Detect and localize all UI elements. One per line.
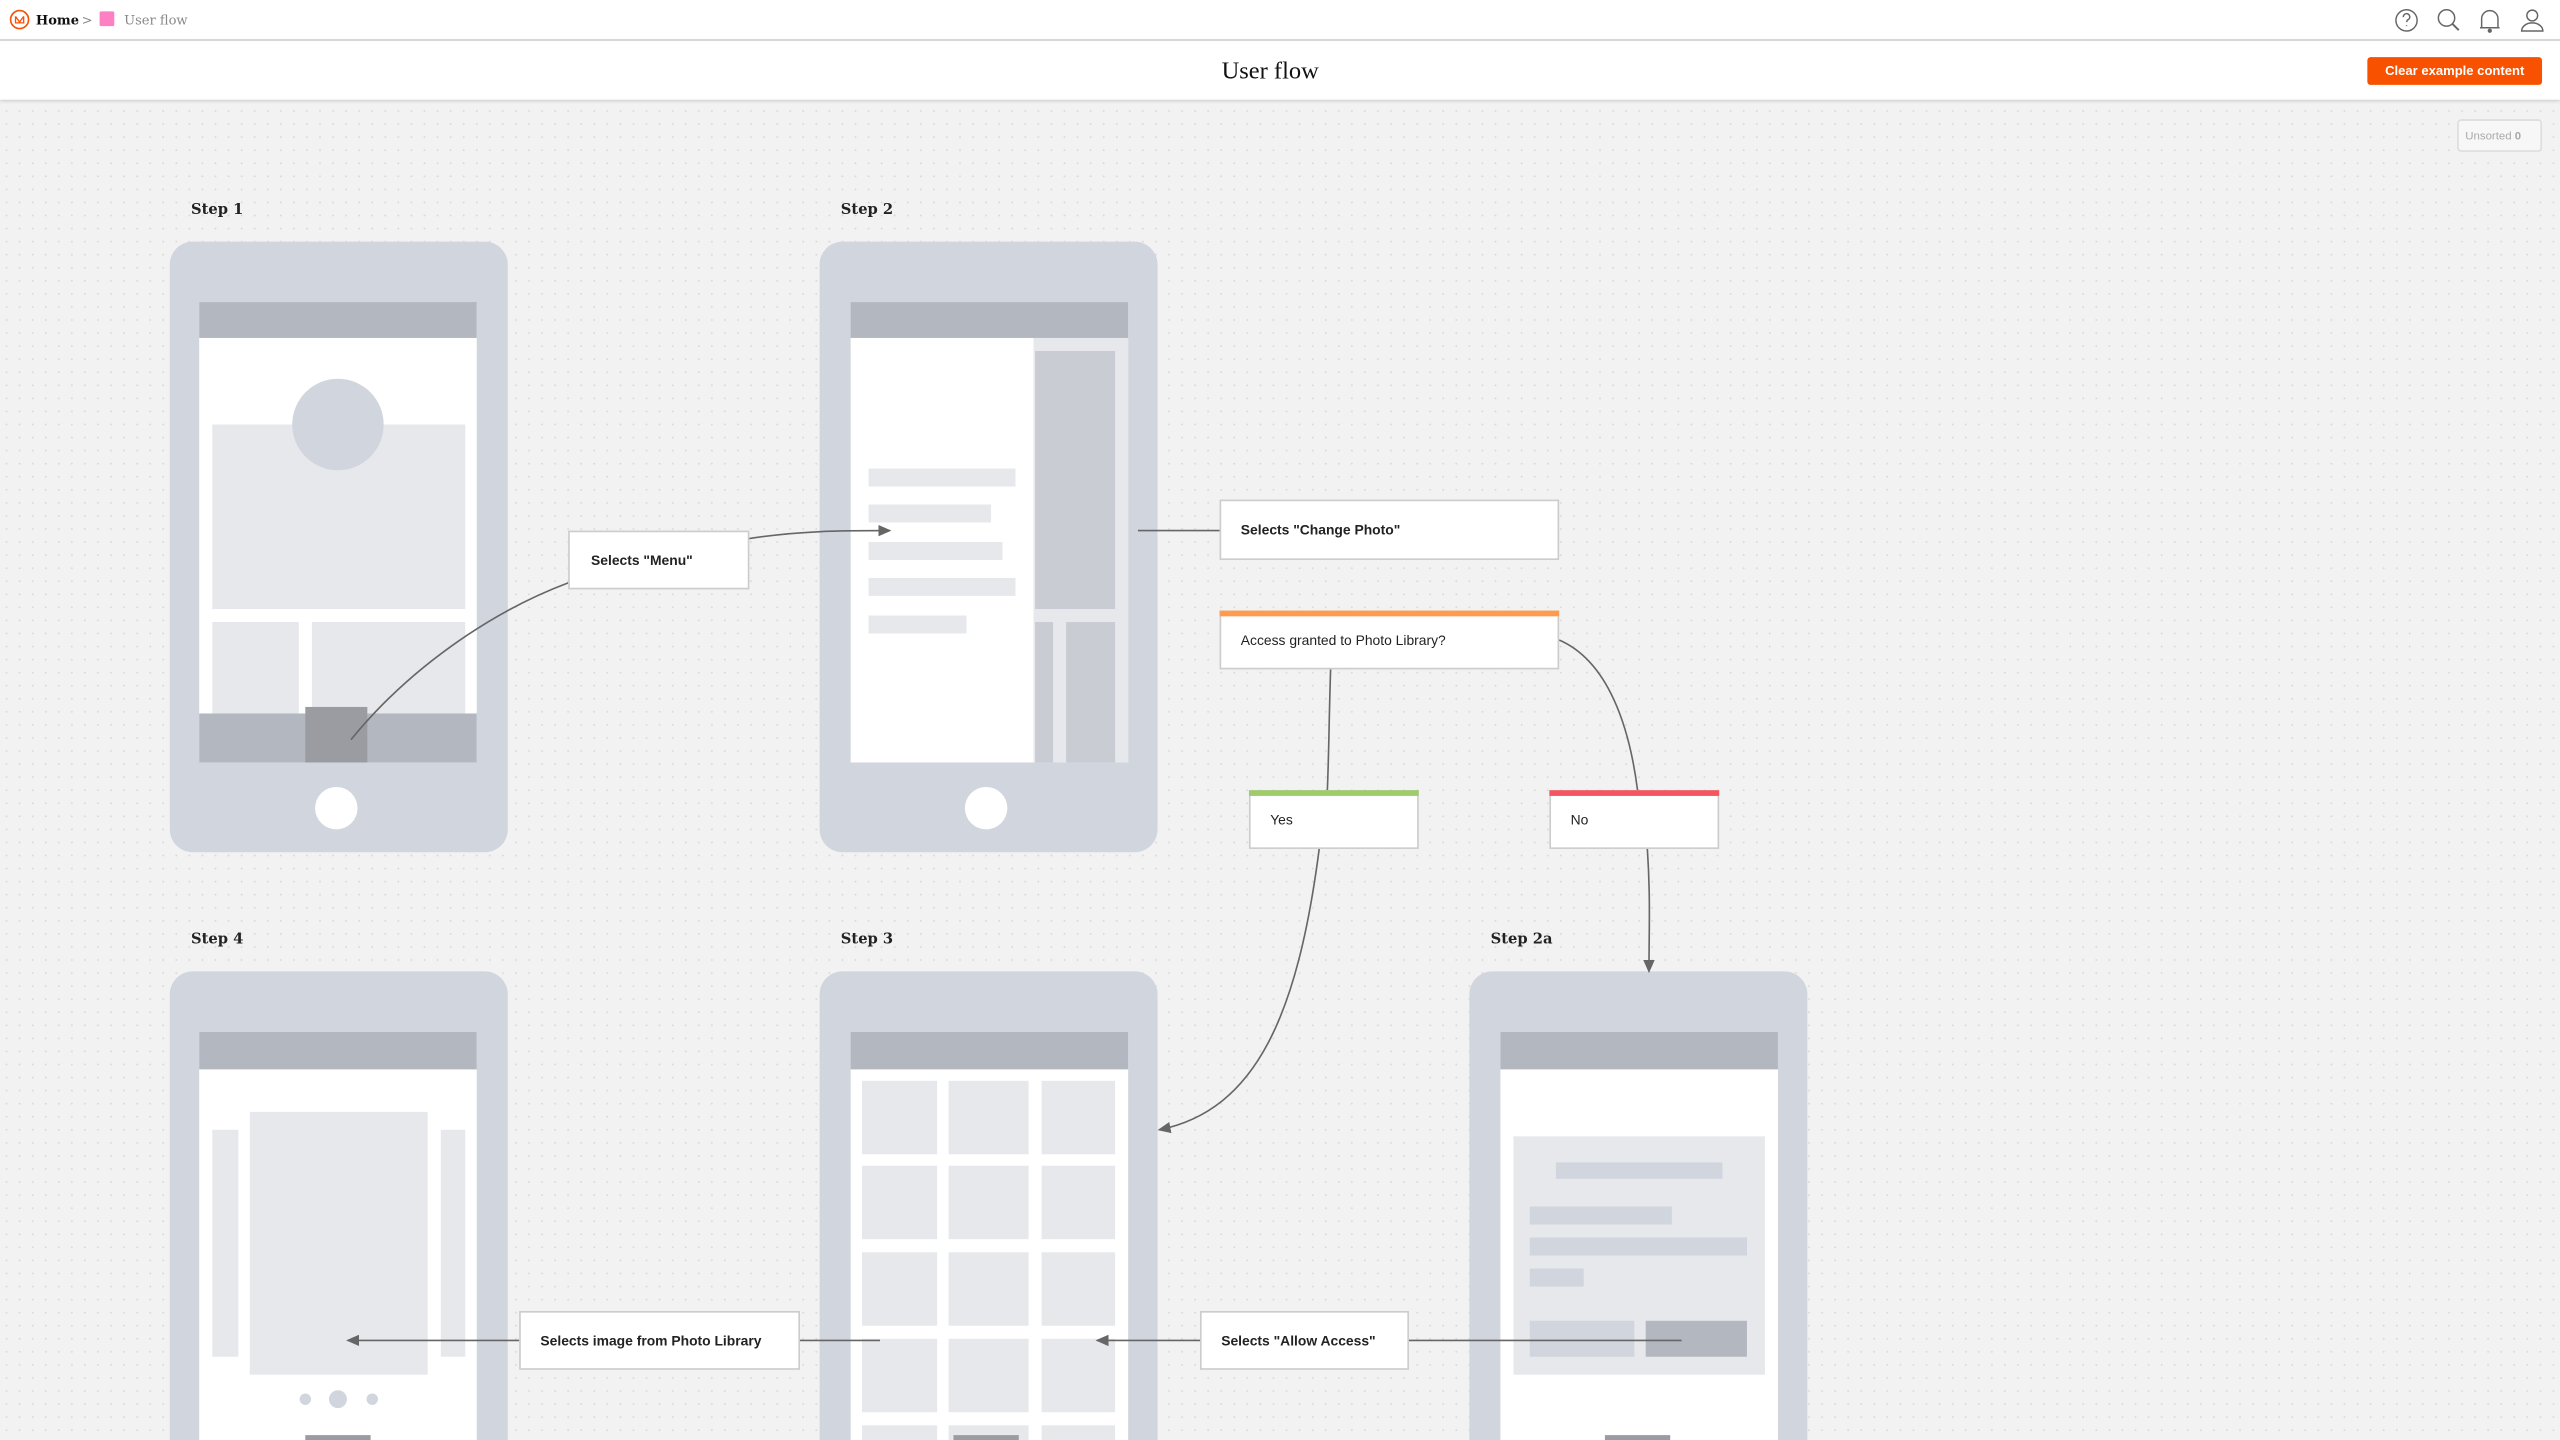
- help-icon[interactable]: [2395, 9, 2418, 32]
- card-selects-image[interactable]: Selects image from Photo Library: [519, 1311, 800, 1370]
- card-text: Access granted to Photo Library?: [1241, 632, 1446, 648]
- phone-step2a[interactable]: [1469, 971, 1808, 1440]
- card-text: Selects "Allow Access": [1221, 1332, 1375, 1348]
- card-decision-access[interactable]: Access granted to Photo Library?: [1219, 610, 1560, 670]
- step-label-4: Step 4: [191, 931, 243, 948]
- connector-access-to-no[interactable]: [1558, 639, 1639, 791]
- step-label-2: Step 2: [841, 201, 893, 218]
- connector-menu-to-step2[interactable]: [747, 524, 892, 540]
- card-text: Yes: [1270, 811, 1293, 827]
- card-text: Selects "Menu": [591, 552, 693, 568]
- card-text: No: [1571, 811, 1589, 827]
- board-color-icon: [99, 11, 115, 27]
- card-selects-allow-access[interactable]: Selects "Allow Access": [1200, 1311, 1409, 1370]
- connector-no-to-step2a[interactable]: [1643, 848, 1655, 974]
- search-icon[interactable]: [2437, 9, 2460, 31]
- card-text: Selects image from Photo Library: [540, 1332, 761, 1348]
- phone-step4[interactable]: [169, 971, 508, 1440]
- top-bar: Home > User flow: [0, 0, 2560, 41]
- clear-example-content-button[interactable]: Clear example content: [2367, 57, 2543, 85]
- card-no[interactable]: No: [1549, 790, 1720, 849]
- connector-yes-to-step3[interactable]: [1157, 848, 1320, 1134]
- unsorted-button[interactable]: Unsorted 0: [2457, 119, 2543, 152]
- step-label-3: Step 3: [841, 931, 893, 948]
- phone-step2[interactable]: [819, 241, 1158, 853]
- connector-step1-to-menu[interactable]: [350, 582, 569, 741]
- page-header: User flow Clear example content: [0, 40, 2560, 100]
- phone-step1[interactable]: [169, 241, 508, 853]
- bell-icon[interactable]: [2480, 9, 2500, 33]
- step-label-1: Step 1: [191, 201, 243, 218]
- phone-step3[interactable]: [819, 971, 1158, 1440]
- breadcrumb-separator: >: [82, 13, 93, 28]
- card-selects-menu[interactable]: Selects "Menu": [568, 530, 750, 590]
- card-selects-change-photo[interactable]: Selects "Change Photo": [1219, 499, 1560, 560]
- unsorted-label: Unsorted: [2465, 131, 2511, 143]
- svg-text:Unsorted 0: Unsorted 0: [2465, 131, 2521, 143]
- clear-button-label: Clear example content: [2385, 63, 2525, 78]
- unsorted-count: 0: [2515, 131, 2521, 143]
- card-text: Selects "Change Photo": [1241, 522, 1400, 538]
- logo-icon[interactable]: [9, 9, 30, 30]
- card-yes[interactable]: Yes: [1248, 790, 1419, 849]
- connector-access-to-yes[interactable]: [1326, 669, 1332, 791]
- breadcrumb-home[interactable]: Home: [36, 13, 79, 28]
- page-title: User flow: [1222, 57, 1319, 84]
- user-icon[interactable]: [2520, 9, 2544, 32]
- breadcrumb-board[interactable]: User flow: [124, 13, 188, 28]
- step-label-2a: Step 2a: [1491, 931, 1553, 948]
